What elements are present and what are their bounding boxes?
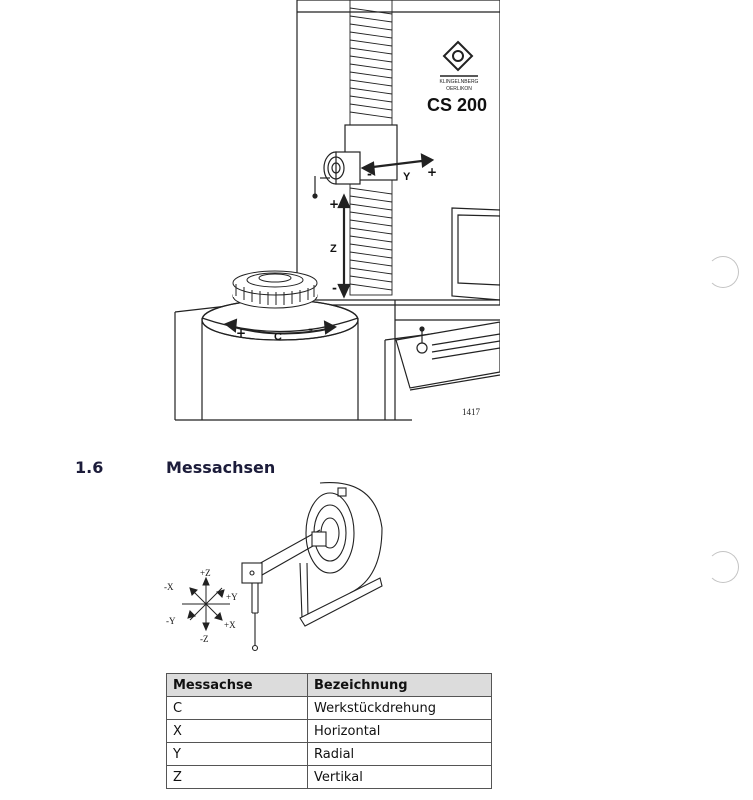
gear-workpiece	[232, 270, 318, 309]
axis-plus-y: +Y	[226, 592, 238, 602]
y-axis-label: Y	[403, 171, 411, 183]
table-cell: C	[166, 696, 308, 720]
z-plus: +	[329, 197, 339, 211]
table-header-row: Messachse Bezeichnung	[166, 673, 492, 697]
z-axis-label: Z	[330, 243, 337, 255]
figure-number: 1417	[462, 407, 481, 417]
control-panel	[395, 321, 500, 389]
z-axis-arrow	[337, 193, 351, 299]
table-row: X Horizontal	[166, 719, 492, 743]
machine-base	[174, 299, 500, 420]
axis-minus-z: -Z	[200, 634, 209, 644]
y-minus: -	[367, 167, 372, 181]
c-axis-arrow	[224, 318, 337, 335]
machine-illustration: KLINGELNBERG OERLIKON CS 200 Y + - Z	[160, 0, 500, 425]
c-minus: -	[308, 322, 313, 336]
axis-plus-x: +X	[224, 620, 236, 630]
c-plus: +	[236, 326, 246, 340]
binder-hole	[707, 551, 739, 583]
table-row: C Werkstückdrehung	[166, 696, 492, 720]
probe-arm	[241, 529, 383, 627]
machine-model: CS 200	[427, 95, 487, 115]
axis-plus-z: +Z	[200, 568, 211, 578]
brand-logo	[440, 40, 478, 77]
header-bezeichnung: Bezeichnung	[307, 673, 492, 697]
binder-hole	[707, 256, 739, 288]
axis-table: Messachse Bezeichnung C Werkstückdrehung…	[166, 673, 492, 789]
y-plus: +	[427, 165, 437, 179]
brand-name: KLINGELNBERG	[440, 79, 479, 85]
monitor	[451, 207, 500, 301]
table-cell: X	[166, 719, 308, 743]
rotary-table	[201, 299, 359, 420]
header-messachse: Messachse	[166, 673, 308, 697]
section-title: Messachsen	[166, 458, 276, 477]
probe-stylus	[251, 583, 259, 652]
table-cell: Radial	[307, 742, 492, 766]
probe-flange	[305, 482, 383, 594]
section-number: 1.6	[75, 458, 104, 477]
z-minus: -	[332, 281, 337, 295]
table-cell: Z	[166, 765, 308, 789]
table-cell: Horizontal	[307, 719, 492, 743]
probe-head	[312, 151, 361, 199]
y-axis-arrow	[360, 153, 435, 176]
c-axis-label: C	[274, 331, 282, 343]
table-cell: Y	[166, 742, 308, 766]
axis-minus-x: -X	[164, 582, 174, 592]
axis-cross	[182, 576, 230, 632]
table-cell: Vertikal	[307, 765, 492, 789]
axis-minus-y: -Y	[166, 616, 176, 626]
probe-axes-illustration: +Z -Z -X +X +Y -Y	[160, 478, 392, 656]
table-cell: Werkstückdrehung	[307, 696, 492, 720]
brand-subname: OERLIKON	[446, 86, 472, 92]
table-row: Y Radial	[166, 742, 492, 766]
table-row: Z Vertikal	[166, 765, 492, 789]
